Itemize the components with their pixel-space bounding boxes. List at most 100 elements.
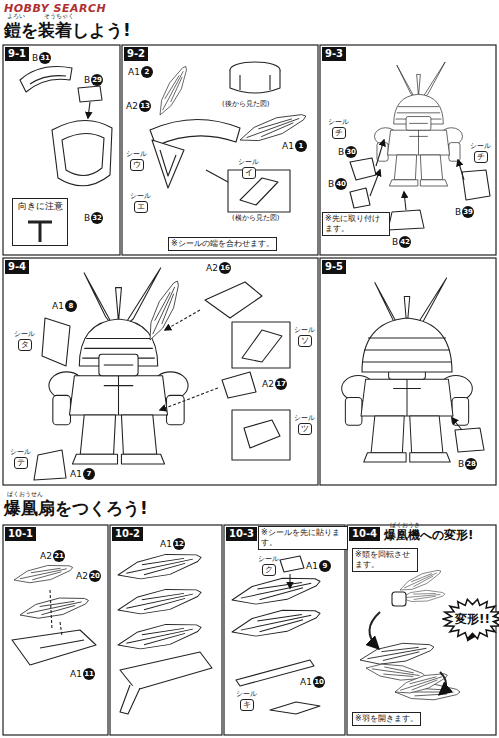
part-letter: A2 bbox=[126, 100, 138, 112]
illustration-stroke bbox=[116, 617, 203, 655]
sticker-label: シール bbox=[130, 192, 151, 200]
illustration-stroke bbox=[88, 102, 90, 118]
part-number: 16 bbox=[219, 262, 231, 274]
part-number: 30 bbox=[345, 146, 357, 158]
part-letter: B bbox=[84, 212, 90, 224]
illustration-stroke bbox=[393, 669, 449, 699]
part-number: 29 bbox=[91, 74, 103, 86]
furigana: ばくおうき bbox=[390, 521, 420, 528]
illustration-stroke bbox=[270, 702, 320, 714]
view-note: (横から見た図) bbox=[232, 214, 279, 222]
sticker-letter: ソ bbox=[298, 335, 312, 347]
illustration-stroke bbox=[230, 603, 323, 643]
part-number: 1 bbox=[295, 140, 307, 152]
part-letter: A1 bbox=[300, 676, 312, 688]
illustration-stroke bbox=[370, 170, 380, 196]
furigana: そうちゃく bbox=[44, 12, 74, 19]
part-number: 21 bbox=[53, 550, 65, 562]
step-number: 10-1 bbox=[5, 527, 36, 541]
illustration-stroke bbox=[205, 282, 262, 318]
part-number: 2 bbox=[141, 66, 153, 78]
part-number: 31 bbox=[39, 52, 51, 64]
step-9-2-parts bbox=[150, 62, 309, 212]
step-number: 10-4 bbox=[349, 527, 380, 541]
step-number: 10-2 bbox=[112, 527, 143, 541]
part-letter: A1 bbox=[306, 560, 318, 572]
section-heading: 爆凰扇をつくろう! bbox=[4, 498, 148, 518]
sticker-letter: チ bbox=[332, 127, 346, 139]
illustration-stroke bbox=[116, 582, 203, 620]
part-letter: A1 bbox=[282, 140, 294, 152]
sticker-letter: タ bbox=[18, 339, 32, 351]
illustration-stroke bbox=[452, 418, 462, 430]
step-number: 9-1 bbox=[5, 47, 29, 61]
illustration-stroke bbox=[160, 150, 176, 176]
illustration-stroke bbox=[34, 450, 66, 480]
illustration-stroke bbox=[49, 268, 188, 464]
part-letter: A2 bbox=[40, 550, 52, 562]
illustration-stroke bbox=[240, 178, 278, 205]
step-number: 9-4 bbox=[5, 260, 29, 274]
illustration-stroke bbox=[244, 420, 280, 448]
part-letter: A1 bbox=[52, 300, 64, 312]
illustration-stroke bbox=[404, 192, 406, 210]
illustration-stroke bbox=[242, 330, 282, 362]
sticker-label: シール bbox=[328, 118, 349, 126]
illustration-stroke bbox=[376, 140, 384, 166]
instruction-note: ※羽を開きます。 bbox=[352, 712, 421, 726]
illustration-stroke bbox=[240, 75, 270, 90]
illustration-stroke bbox=[363, 338, 451, 362]
illustration-stroke bbox=[50, 590, 62, 636]
sticker-letter: ツ bbox=[298, 423, 312, 435]
sticker-label: シール bbox=[126, 150, 147, 158]
part-number: 40 bbox=[335, 178, 347, 190]
part-number: 7 bbox=[83, 468, 95, 480]
illustration-stroke bbox=[320, 258, 496, 485]
illustration-stroke bbox=[374, 62, 462, 186]
illustration-stroke bbox=[369, 612, 380, 648]
step-10-parts bbox=[12, 547, 474, 714]
illustration-stroke bbox=[120, 652, 212, 690]
caution-box: 向きに注意 bbox=[12, 198, 68, 246]
sticker-letter: ク bbox=[262, 564, 276, 576]
furigana: ばくおうせん bbox=[7, 490, 43, 497]
illustration-stroke bbox=[440, 672, 446, 694]
step-number: 9-3 bbox=[322, 47, 346, 61]
illustration-stroke bbox=[62, 133, 104, 175]
illustration-stroke bbox=[30, 76, 66, 84]
sticker-label: シール bbox=[238, 158, 259, 166]
node-text: 9-2 bbox=[127, 48, 145, 60]
illustration-stroke bbox=[232, 322, 290, 368]
sticker-letter: ウ bbox=[130, 159, 144, 171]
illustration-stroke bbox=[280, 556, 304, 572]
illustration-stroke bbox=[392, 592, 406, 606]
step-9-3-parts bbox=[350, 62, 490, 230]
illustration-stroke bbox=[362, 318, 452, 372]
part-number: 10 bbox=[313, 676, 325, 688]
step-panels bbox=[3, 45, 496, 735]
sticker-letter: テ bbox=[14, 457, 28, 469]
illustration-stroke bbox=[388, 210, 424, 230]
part-letter: B bbox=[328, 178, 334, 190]
sticker-label: シール bbox=[14, 330, 35, 338]
transform-burst: 変形!! bbox=[442, 598, 499, 640]
instruction-note: ※先に取り付けます。 bbox=[322, 212, 390, 236]
part-letter: A1 bbox=[70, 668, 82, 680]
illustration-stroke bbox=[42, 318, 70, 366]
part-number: 17 bbox=[275, 378, 287, 390]
illustration-stroke bbox=[120, 685, 140, 714]
illustration-stroke bbox=[40, 640, 84, 648]
part-letter: A2 bbox=[206, 262, 218, 274]
step-number: 9-5 bbox=[322, 260, 346, 274]
sticker-label: シール bbox=[470, 142, 491, 150]
part-letter: B bbox=[455, 206, 461, 218]
illustration-stroke bbox=[358, 638, 435, 669]
illustration-stroke bbox=[320, 45, 496, 255]
node-text: 9-4 bbox=[8, 261, 26, 273]
part-number: 8 bbox=[65, 300, 77, 312]
view-note: (後から見た図) bbox=[222, 100, 269, 108]
node-text: 10-1 bbox=[8, 528, 33, 540]
illustration-stroke bbox=[28, 222, 52, 242]
illustration-stroke bbox=[350, 158, 376, 180]
illustration-stroke bbox=[222, 372, 256, 398]
